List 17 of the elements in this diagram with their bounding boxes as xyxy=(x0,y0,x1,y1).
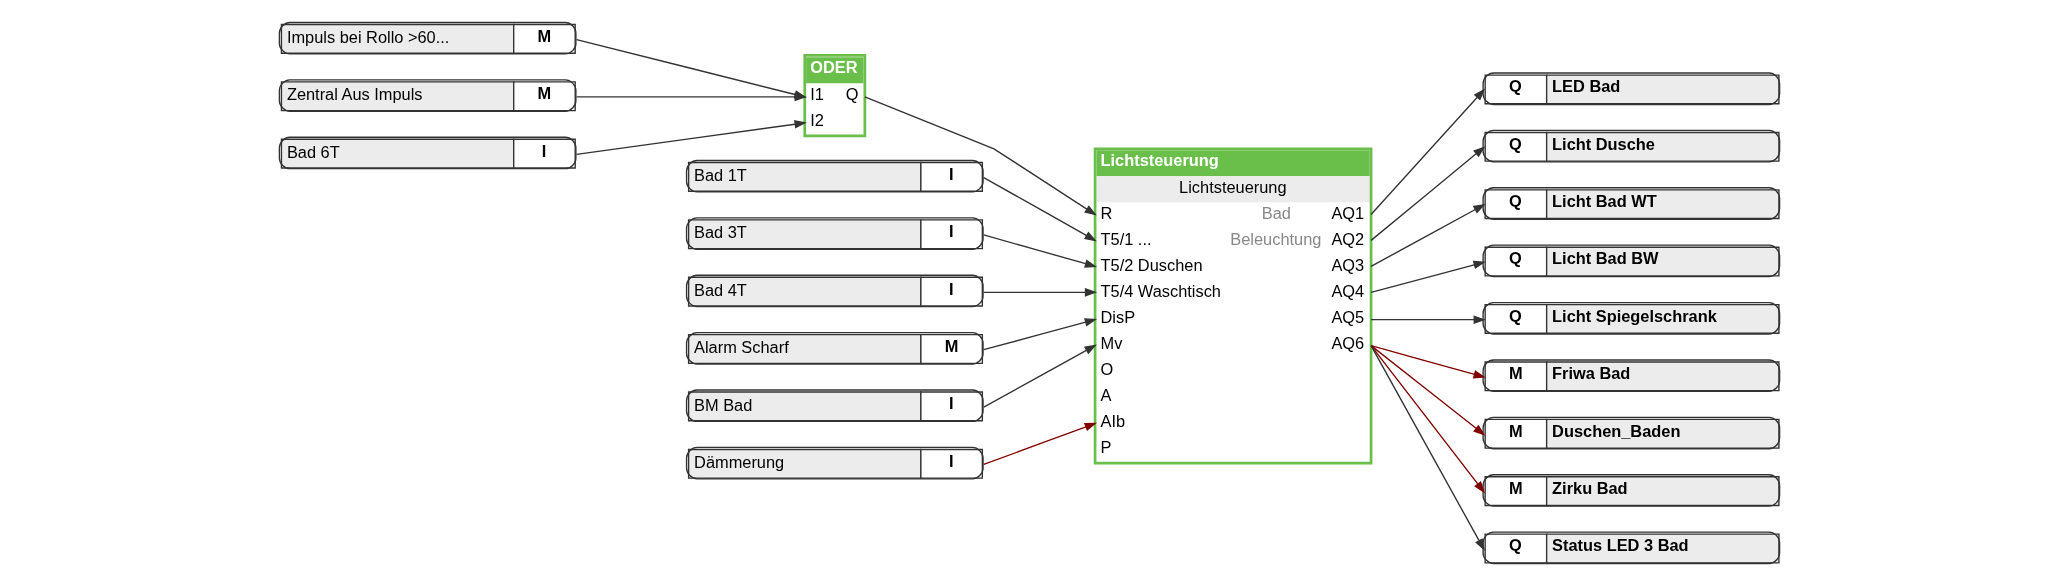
arrow xyxy=(982,422,1097,466)
arrow xyxy=(1369,344,1485,551)
arrow xyxy=(982,176,1097,242)
arrow xyxy=(1369,344,1485,494)
arrow xyxy=(982,344,1097,408)
arrow xyxy=(1369,146,1485,242)
arrow xyxy=(863,96,1097,216)
arrow xyxy=(575,120,807,155)
arrow xyxy=(1369,203,1486,268)
arrow xyxy=(1369,260,1486,293)
arrow xyxy=(1369,88,1485,216)
arrow xyxy=(982,318,1097,351)
arrow xyxy=(1369,315,1486,324)
arrow xyxy=(1369,344,1486,379)
arrow xyxy=(982,288,1097,297)
arrow xyxy=(1369,344,1485,436)
arrow xyxy=(982,234,1097,268)
